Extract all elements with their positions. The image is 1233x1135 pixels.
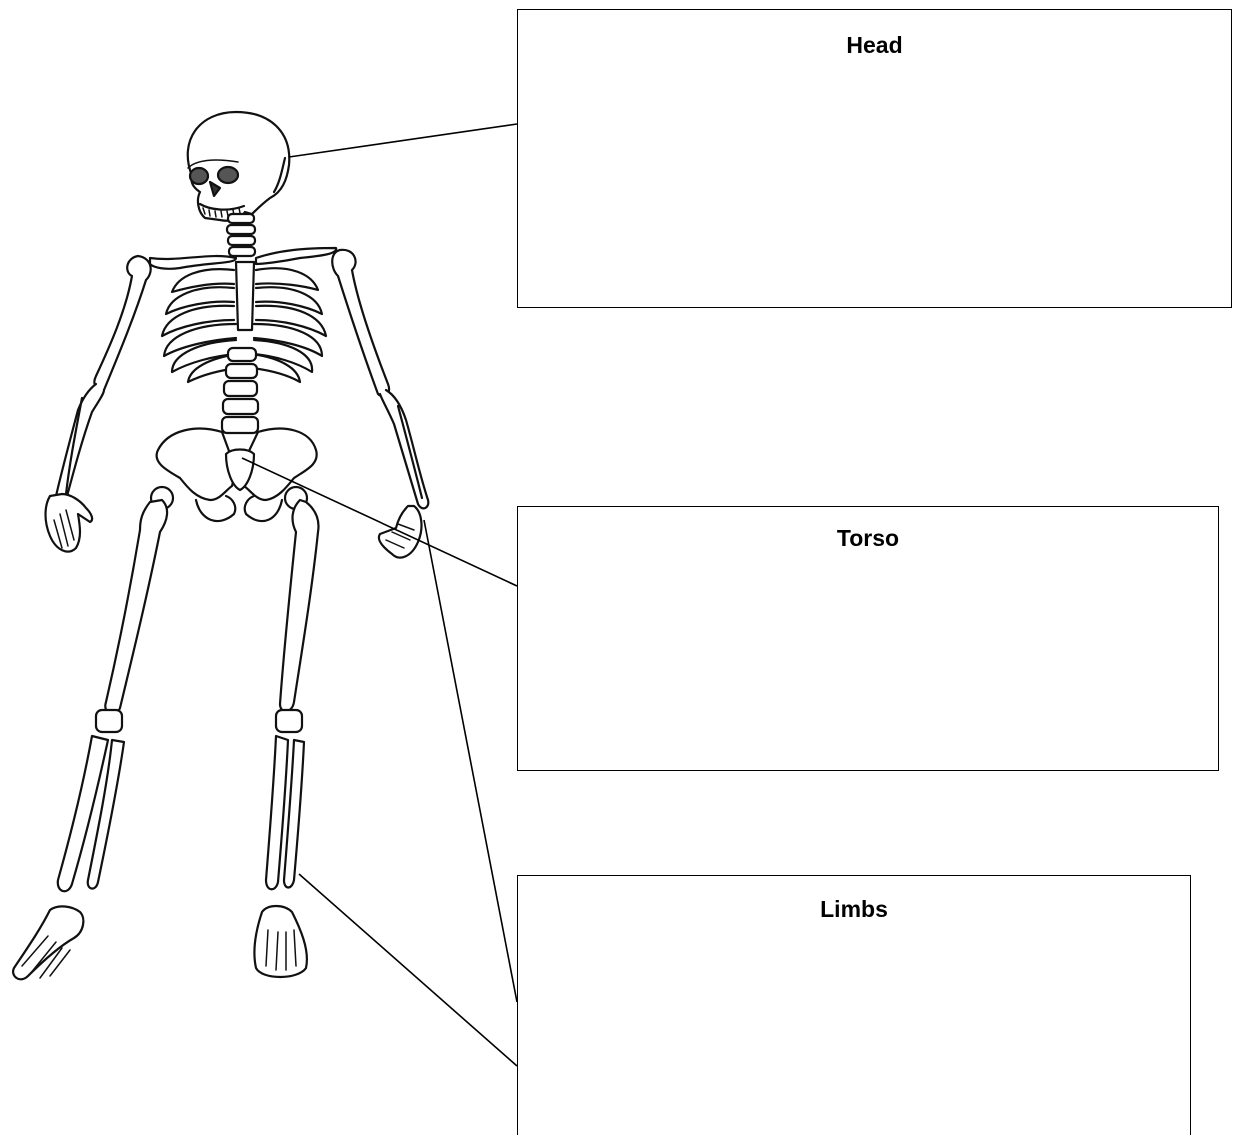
torso-leader-line [242,458,517,586]
right-leg [254,487,318,977]
skull [188,112,290,221]
head-label-box[interactable]: Head [517,9,1232,308]
left-clavicle [150,256,236,269]
torso-label: Torso [518,525,1218,552]
limbs-label: Limbs [518,896,1190,923]
right-clavicle [256,248,336,264]
left-arm [46,256,151,552]
cervical-spine [227,214,255,256]
limbs-leader-line-arm [424,520,517,1002]
left-leg [13,487,173,979]
head-leader-line [289,124,517,157]
torso-label-box[interactable]: Torso [517,506,1219,771]
limbs-leader-line-leg [299,874,517,1066]
head-label: Head [518,32,1231,59]
right-arm [332,250,428,558]
lumbar-spine [222,348,258,433]
limbs-label-box[interactable]: Limbs [517,875,1191,1135]
skeleton-illustration [13,112,428,979]
